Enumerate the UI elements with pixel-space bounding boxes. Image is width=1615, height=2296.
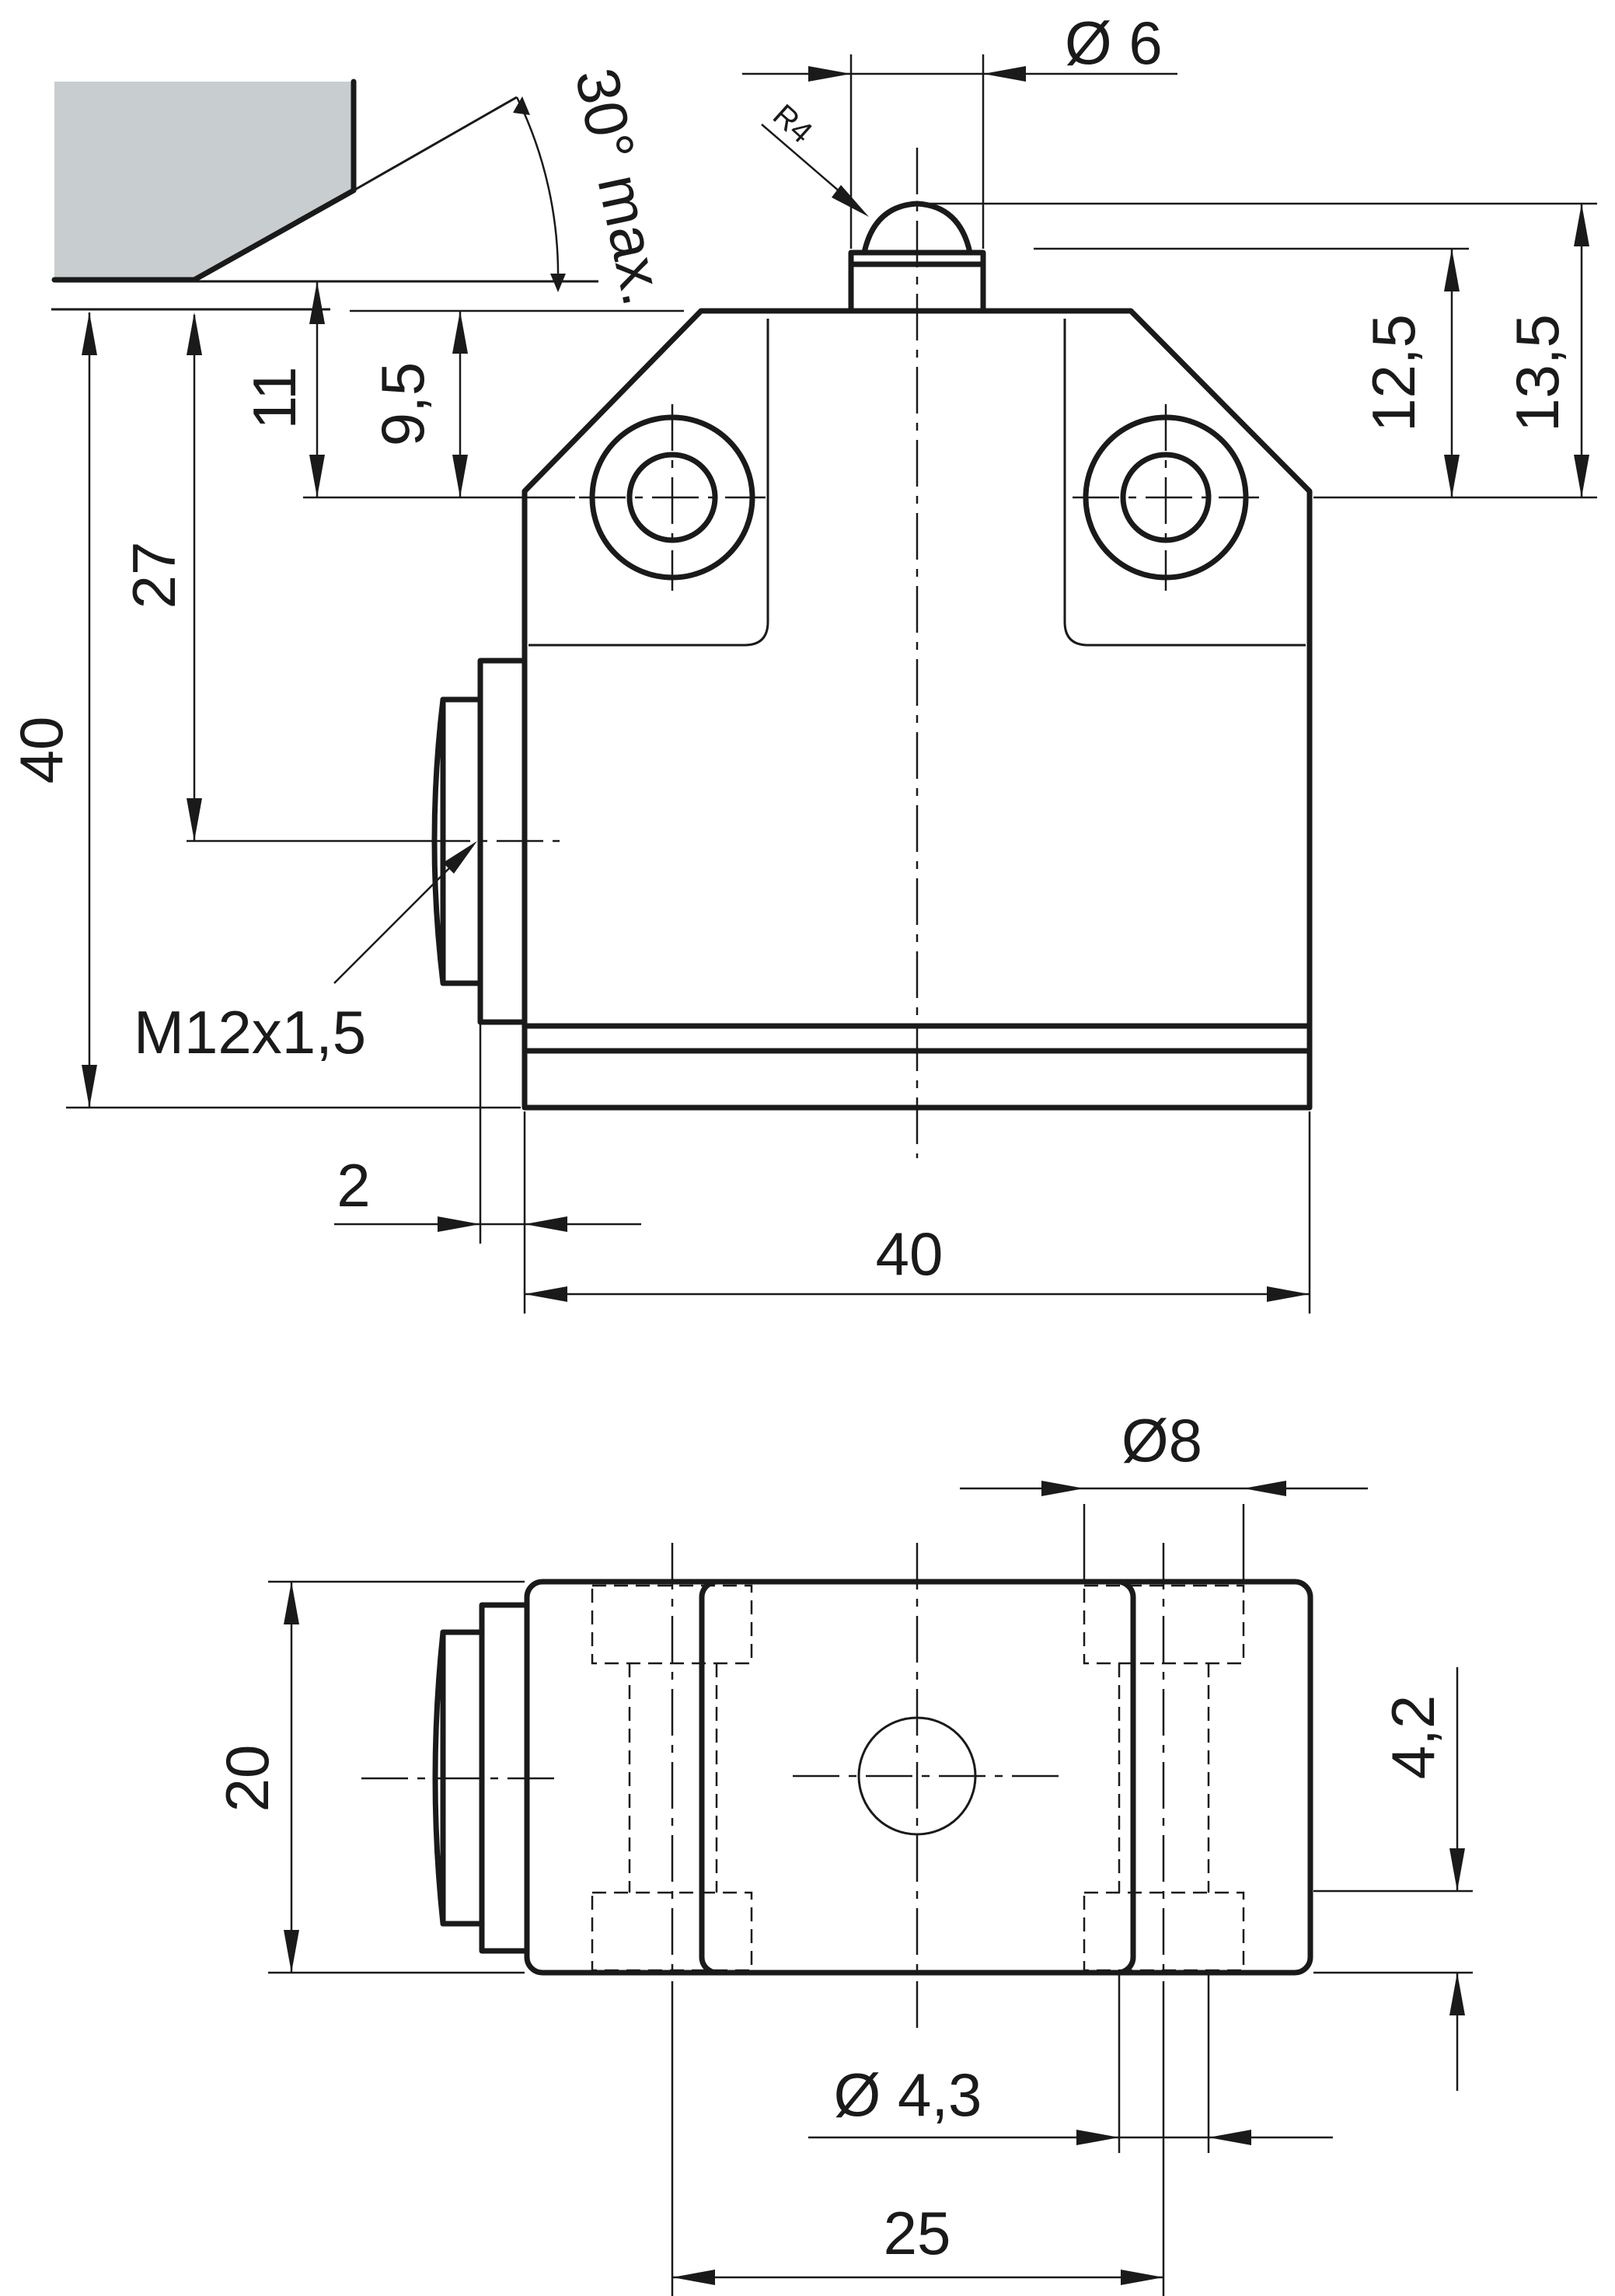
label-40-height: 40	[7, 717, 75, 784]
plan-plunger-hole	[793, 1543, 1065, 2029]
label-12-5: 12,5	[1359, 314, 1428, 432]
dim-plunger-diameter: Ø 6	[742, 9, 1177, 82]
dim-27: 27	[120, 312, 202, 841]
label-13-5: 13,5	[1503, 314, 1571, 432]
dim-12-5: 12,5	[1359, 249, 1460, 497]
dim-radius: R4	[761, 98, 869, 217]
label-4-2: 4,2	[1379, 1695, 1447, 1779]
label-dia-plunger: Ø 6	[1065, 9, 1163, 77]
dim-dia-8: Ø8	[960, 1406, 1368, 1496]
dim-25: 25	[672, 2199, 1163, 2285]
label-dia-8: Ø8	[1121, 1406, 1202, 1474]
plan-view: Ø8 20 4,2 Ø 4,3 25	[213, 1406, 1473, 2296]
label-11: 11	[240, 367, 309, 430]
plan-body	[524, 1579, 1313, 1976]
label-2: 2	[337, 1151, 370, 1220]
cable-gland	[424, 658, 560, 1025]
label-27: 27	[120, 542, 188, 609]
mounting-hole-right	[1073, 404, 1259, 591]
extension-lines-front	[66, 54, 1597, 1314]
label-dia-hole: Ø 4,3	[834, 2060, 982, 2129]
label-40-width: 40	[876, 1220, 944, 1288]
mounting-hole-left	[579, 404, 766, 591]
dim-4-2: 4,2	[1379, 1667, 1465, 2091]
dim-thread: M12x1,5	[134, 841, 477, 1066]
dim-13-5: 13,5	[1503, 204, 1589, 497]
label-25: 25	[884, 2199, 951, 2267]
label-thread: M12x1,5	[134, 998, 366, 1066]
extension-lines-plan	[268, 1504, 1473, 2296]
actuator-cam	[51, 79, 598, 311]
dim-dia-hole: Ø 4,3	[808, 2060, 1333, 2145]
label-radius: R4	[766, 98, 818, 150]
dim-9-5: 9,5	[368, 311, 468, 497]
dim-40-width: 40	[525, 1220, 1310, 1302]
dim-40-height: 40	[7, 312, 97, 1108]
dim-2: 2	[334, 1151, 641, 1232]
dim-20: 20	[213, 1582, 299, 1973]
label-9-5: 9,5	[368, 362, 437, 446]
label-20: 20	[213, 1745, 281, 1813]
front-view: Ø 6 R4 30° max. 11 9,5 12	[7, 9, 1597, 1314]
plan-cable-gland	[361, 1602, 560, 1954]
label-angle: 30° max.	[562, 62, 678, 311]
dim-11: 11	[240, 281, 325, 497]
